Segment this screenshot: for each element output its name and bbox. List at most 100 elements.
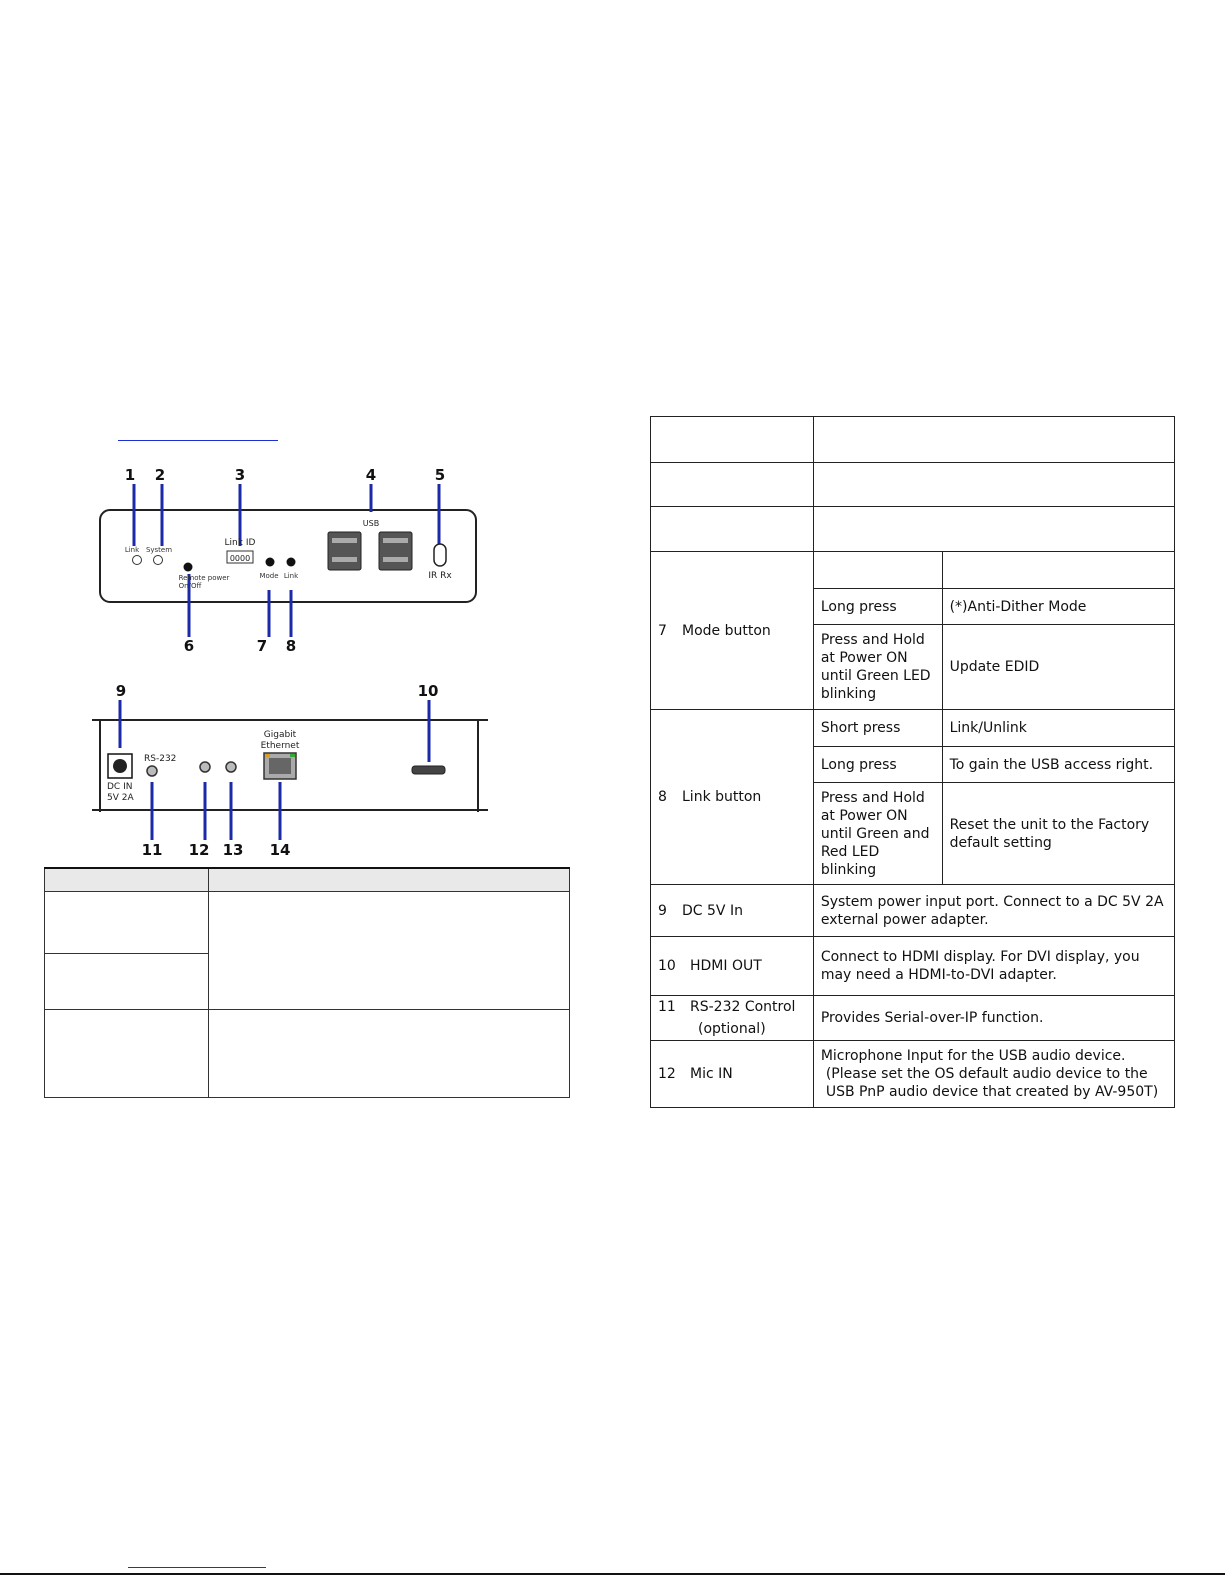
link-button-row: Long press To gain the USB access right. [651, 746, 1176, 783]
mode-button-row: Long press (*)Anti-Dither Mode [651, 588, 1176, 625]
left-table-header-row [44, 867, 571, 892]
callout-2: 2 [155, 466, 165, 484]
link-id-label: Link ID [225, 538, 256, 548]
remote-power-label-2: On/Off [179, 582, 202, 590]
mode-label: Mode [259, 572, 278, 580]
callout-6: 6 [184, 637, 194, 655]
right-cell [812, 462, 1176, 507]
left-header-rule [118, 440, 278, 441]
rs232-desc: Provides Serial-over-IP function. [812, 995, 1176, 1041]
device-panel-diagram: 1 2 3 4 5 6 7 8 Link System Remote power… [92, 462, 492, 858]
mode-button-row: Press and Hold at Power ON until Green L… [651, 624, 1176, 710]
right-cell [650, 462, 814, 507]
rs232-label: RS-232 [144, 754, 176, 764]
callout-11: 11 [142, 841, 163, 858]
mic-in-number: 12 [658, 1066, 676, 1082]
right-table-row [650, 416, 1176, 463]
mode-button-number: 7 [658, 622, 667, 639]
ir-rx-window [433, 543, 447, 567]
link-id-switch: 0000 [230, 554, 250, 563]
left-cell [44, 1009, 209, 1098]
callout-5: 5 [435, 466, 445, 484]
callout-10: 10 [418, 682, 439, 700]
link-result-cell: Reset the unit to the Factory default se… [941, 782, 1176, 885]
right-cell [650, 506, 814, 552]
dc-spec-label: 5V 2A [107, 793, 134, 803]
ir-rx-label: IR Rx [428, 571, 452, 581]
mode-action-cell: Long press [812, 588, 943, 625]
dc-in-number: 9 [658, 902, 667, 919]
link-action-cell: Long press [812, 746, 943, 783]
led-link-label: Link [125, 546, 140, 554]
hdmi-out-name-cell: 10 HDMI OUT [650, 936, 814, 996]
dc-in-name: DC 5V In [682, 902, 743, 919]
mic-in-desc-line-3: USB PnP audio device that created by AV-… [825, 1084, 1159, 1100]
mode-button-row: 7 Mode button [650, 551, 1176, 710]
rs232-name: RS-232 Control [690, 999, 796, 1015]
dc-in-row: 9 DC 5V In System power input port. Conne… [650, 884, 1176, 937]
hdmi-out-name: HDMI OUT [690, 958, 762, 974]
callout-12: 12 [189, 841, 210, 858]
rs232-number: 11 [658, 999, 676, 1015]
right-cell [650, 416, 814, 463]
mic-in-desc-cell: Microphone Input for the USB audio devic… [812, 1040, 1176, 1108]
rs232-row: 11 RS-232 Control (optional) Provides Ser… [650, 995, 1176, 1041]
link-button-name-cell: 8 Link button [650, 709, 814, 885]
rs232-name-cell: 11 RS-232 Control (optional) [650, 995, 814, 1041]
remote-power-label-1: Remote power [179, 574, 230, 582]
link-result-cell: Link/Unlink [941, 709, 1176, 747]
left-header-cell-1 [44, 867, 209, 892]
mode-action-cell: Press and Hold at Power ON until Green L… [812, 624, 943, 710]
dc-in-label: DC IN [107, 782, 132, 792]
mic-in-row: 12 Mic IN Microphone Input for the USB au… [650, 1040, 1176, 1108]
hdmi-out-row: 10 HDMI OUT Connect to HDMI display. For … [650, 936, 1176, 996]
callout-7: 7 [257, 637, 267, 655]
mic-in-name: Mic IN [690, 1066, 733, 1082]
usb-label: USB [363, 519, 379, 528]
mic-in-desc-line-1: Microphone Input for the USB audio devic… [820, 1048, 1126, 1064]
callout-1: 1 [125, 466, 135, 484]
callout-9: 9 [116, 682, 126, 700]
dc-in-desc: System power input port. Connect to a DC… [812, 884, 1176, 937]
left-desc-cell [207, 1009, 571, 1098]
callout-3: 3 [235, 466, 245, 484]
gigabit-label: Gigabit [264, 730, 297, 740]
page-bottom-border [0, 1573, 1225, 1575]
mode-blank-result [941, 551, 1176, 589]
callout-8: 8 [286, 637, 296, 655]
hdmi-out-number: 10 [658, 958, 676, 974]
left-desc-cell [207, 891, 571, 1010]
led-system-label: System [146, 546, 172, 554]
link-button-number: 8 [658, 789, 667, 805]
left-table-row [44, 891, 571, 1010]
link-action-cell: Press and Hold at Power ON until Green a… [812, 782, 943, 885]
link-btn-label: Link [284, 572, 299, 580]
dc-in-name-cell: 9 DC 5V In [650, 884, 814, 937]
right-cell [812, 506, 1176, 552]
rs232-optional: (optional) [698, 1021, 766, 1037]
left-cell [44, 891, 209, 954]
right-table-row [650, 462, 1176, 507]
right-cell [812, 416, 1176, 463]
link-action-cell: Short press [812, 709, 943, 747]
mic-in-desc-line-2: (Please set the OS default audio device … [825, 1066, 1148, 1082]
link-result-cell: To gain the USB access right. [941, 746, 1176, 783]
ethernet-label: Ethernet [261, 741, 300, 751]
callout-14: 14 [270, 841, 291, 858]
mode-button-name: Mode button [682, 622, 771, 639]
callout-13: 13 [223, 841, 244, 858]
right-spec-table: 7 Mode button Long press (*)Anti-Dither M… [650, 416, 1176, 1108]
left-header-cell-2 [207, 867, 571, 892]
left-table-row [44, 1009, 571, 1098]
mode-result-cell: (*)Anti-Dither Mode [941, 588, 1176, 625]
mode-result-cell: Update EDID [941, 624, 1176, 710]
link-button-name: Link button [682, 789, 762, 805]
mode-blank-action [812, 551, 943, 589]
hdmi-out-desc: Connect to HDMI display. For DVI display… [812, 936, 1176, 996]
right-table-row [650, 506, 1176, 552]
callout-4: 4 [366, 466, 376, 484]
left-spec-table [44, 867, 571, 1098]
mode-button-name-cell: 7 Mode button [650, 551, 814, 710]
left-cell [44, 953, 209, 1010]
mic-in-name-cell: 12 Mic IN [650, 1040, 814, 1108]
